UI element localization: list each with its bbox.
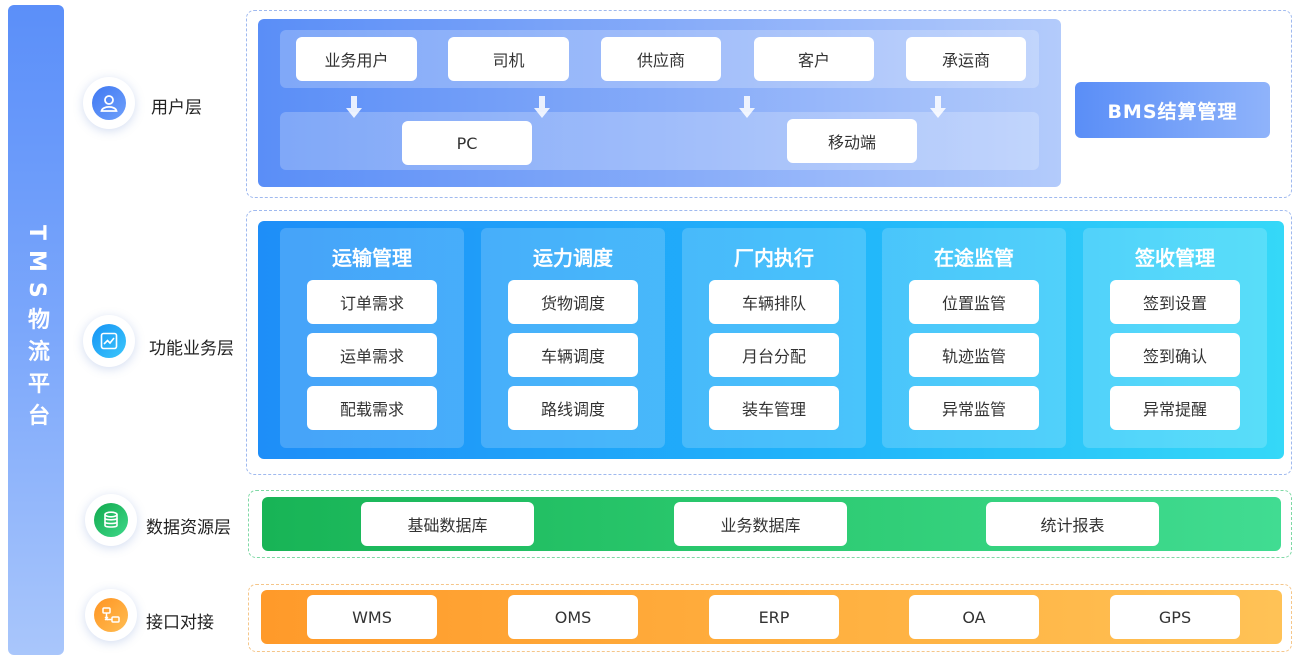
module-item[interactable]: 签到设置 bbox=[1110, 280, 1240, 324]
database-icon bbox=[94, 503, 128, 537]
interface-item-erp[interactable]: ERP bbox=[709, 595, 839, 639]
role-customer[interactable]: 客户 bbox=[754, 37, 874, 81]
function-layer-frame bbox=[246, 210, 1292, 475]
module-receipt: 签收管理 签到设置 签到确认 异常提醒 bbox=[1083, 228, 1267, 448]
module-item[interactable]: 路线调度 bbox=[508, 386, 638, 430]
module-in-transit: 在途监管 位置监管 轨迹监管 异常监管 bbox=[882, 228, 1066, 448]
platform-title: TMS物流平台 bbox=[24, 224, 49, 436]
interface-item-wms[interactable]: WMS bbox=[307, 595, 437, 639]
function-layer-badge bbox=[83, 315, 135, 367]
data-item-base-db[interactable]: 基础数据库 bbox=[361, 502, 534, 546]
module-item[interactable]: 车辆调度 bbox=[508, 333, 638, 377]
module-item[interactable]: 异常监管 bbox=[909, 386, 1039, 430]
interface-layer-frame bbox=[248, 584, 1292, 652]
data-layer-badge bbox=[85, 494, 137, 546]
module-item[interactable]: 轨迹监管 bbox=[909, 333, 1039, 377]
module-item[interactable]: 配载需求 bbox=[307, 386, 437, 430]
interface-layer-label: 接口对接 bbox=[146, 613, 214, 633]
interface-item-gps[interactable]: GPS bbox=[1110, 595, 1240, 639]
module-item[interactable]: 签到确认 bbox=[1110, 333, 1240, 377]
function-layer-label: 功能业务层 bbox=[149, 339, 234, 359]
user-layer-frame bbox=[246, 10, 1292, 198]
bms-settlement-button[interactable]: BMS结算管理 bbox=[1075, 82, 1270, 138]
role-business-user[interactable]: 业务用户 bbox=[296, 37, 417, 81]
chart-icon bbox=[92, 324, 126, 358]
user-layer-badge bbox=[83, 77, 135, 129]
role-carrier[interactable]: 承运商 bbox=[906, 37, 1026, 81]
module-transport: 运输管理 订单需求 运单需求 配载需求 bbox=[280, 228, 464, 448]
module-item[interactable]: 货物调度 bbox=[508, 280, 638, 324]
module-capacity: 运力调度 货物调度 车辆调度 路线调度 bbox=[481, 228, 665, 448]
interface-item-oa[interactable]: OA bbox=[909, 595, 1039, 639]
data-item-reports[interactable]: 统计报表 bbox=[986, 502, 1159, 546]
data-item-business-db[interactable]: 业务数据库 bbox=[674, 502, 847, 546]
role-driver[interactable]: 司机 bbox=[448, 37, 569, 81]
data-layer-label: 数据资源层 bbox=[146, 518, 231, 538]
down-arrow-icon bbox=[534, 96, 550, 118]
module-item[interactable]: 订单需求 bbox=[307, 280, 437, 324]
role-supplier[interactable]: 供应商 bbox=[601, 37, 721, 81]
down-arrow-icon bbox=[930, 96, 946, 118]
down-arrow-icon bbox=[346, 96, 362, 118]
down-arrow-icon bbox=[739, 96, 755, 118]
interface-item-oms[interactable]: OMS bbox=[508, 595, 638, 639]
platform-sidebar: TMS物流平台 bbox=[8, 5, 64, 655]
module-item[interactable]: 位置监管 bbox=[909, 280, 1039, 324]
module-title: 厂内执行 bbox=[734, 246, 814, 270]
terminal-strip bbox=[280, 112, 1039, 170]
module-in-plant: 厂内执行 车辆排队 月台分配 装车管理 bbox=[682, 228, 866, 448]
module-item[interactable]: 月台分配 bbox=[709, 333, 839, 377]
user-layer-label: 用户层 bbox=[151, 98, 202, 118]
module-item[interactable]: 装车管理 bbox=[709, 386, 839, 430]
user-icon bbox=[92, 86, 126, 120]
module-title: 运力调度 bbox=[533, 246, 613, 270]
network-icon bbox=[94, 598, 128, 632]
terminal-mobile[interactable]: 移动端 bbox=[787, 119, 917, 163]
module-title: 运输管理 bbox=[332, 246, 412, 270]
module-item[interactable]: 车辆排队 bbox=[709, 280, 839, 324]
module-item[interactable]: 异常提醒 bbox=[1110, 386, 1240, 430]
module-title: 在途监管 bbox=[934, 246, 1014, 270]
module-title: 签收管理 bbox=[1135, 246, 1215, 270]
data-layer-frame bbox=[248, 490, 1292, 558]
interface-layer-badge bbox=[85, 589, 137, 641]
module-item[interactable]: 运单需求 bbox=[307, 333, 437, 377]
terminal-pc[interactable]: PC bbox=[402, 121, 532, 165]
